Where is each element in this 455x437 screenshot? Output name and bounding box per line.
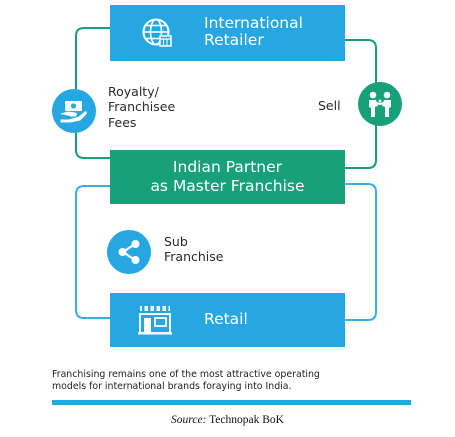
caption-underline-bar <box>52 400 411 405</box>
connector-right-lower <box>345 183 377 321</box>
sell-label: Sell <box>318 98 341 113</box>
indian-partner-label: Indian Partner as Master Franchise <box>150 158 305 195</box>
royalty-circle <box>52 89 96 133</box>
source-note: Source: Technopak BoK <box>0 414 455 426</box>
source-prefix: Source: <box>171 414 207 426</box>
indian-partner-box: Indian Partner as Master Franchise <box>110 150 345 204</box>
money-hand-icon <box>60 99 88 123</box>
international-retailer-label: International Retailer <box>204 14 303 50</box>
sub-franchise-circle <box>107 230 151 274</box>
retail-box: Retail <box>110 293 345 347</box>
royalty-label: Royalty/ Franchisee Fees <box>108 84 176 130</box>
storefront-icon <box>138 305 172 335</box>
handshake-people-icon <box>365 90 395 118</box>
retail-label: Retail <box>204 310 248 328</box>
connector-sub-franchise <box>75 185 110 319</box>
international-retailer-box: International Retailer <box>110 5 345 61</box>
sell-circle <box>358 82 402 126</box>
share-network-icon <box>116 239 142 265</box>
globe-icon <box>141 17 173 49</box>
diagram-caption: Franchising remains one of the most attr… <box>52 369 320 393</box>
source-text: Technopak BoK <box>209 414 284 426</box>
sub-franchise-label: Sub Franchise <box>164 234 224 265</box>
